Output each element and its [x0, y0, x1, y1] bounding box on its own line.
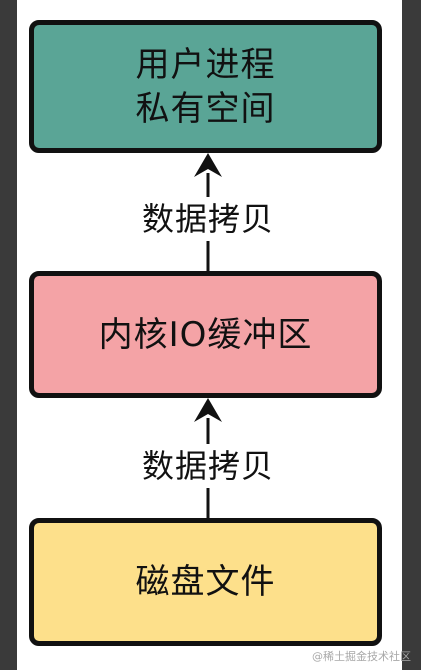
kernel-buffer-label: 内核IO缓冲区	[98, 314, 313, 355]
disk-file-box: 磁盘文件	[29, 518, 382, 646]
arrow-label-data-copy-2: 数据拷贝	[137, 444, 279, 488]
kernel-io-buffer-box: 内核IO缓冲区	[29, 271, 382, 398]
watermark: @稀土掘金技术社区	[312, 650, 411, 663]
disk-file-label: 磁盘文件	[135, 562, 276, 602]
user-process-private-space-box: 用户进程 私有空间	[29, 20, 382, 153]
arrow-label-data-copy-1: 数据拷贝	[137, 197, 279, 241]
user-space-line-2: 私有空间	[135, 88, 276, 129]
user-space-line-1: 用户进程	[135, 44, 276, 85]
diagram-canvas: 用户进程 私有空间 数据拷贝 内核IO缓冲区 数据拷贝 磁盘文件	[17, 0, 402, 670]
